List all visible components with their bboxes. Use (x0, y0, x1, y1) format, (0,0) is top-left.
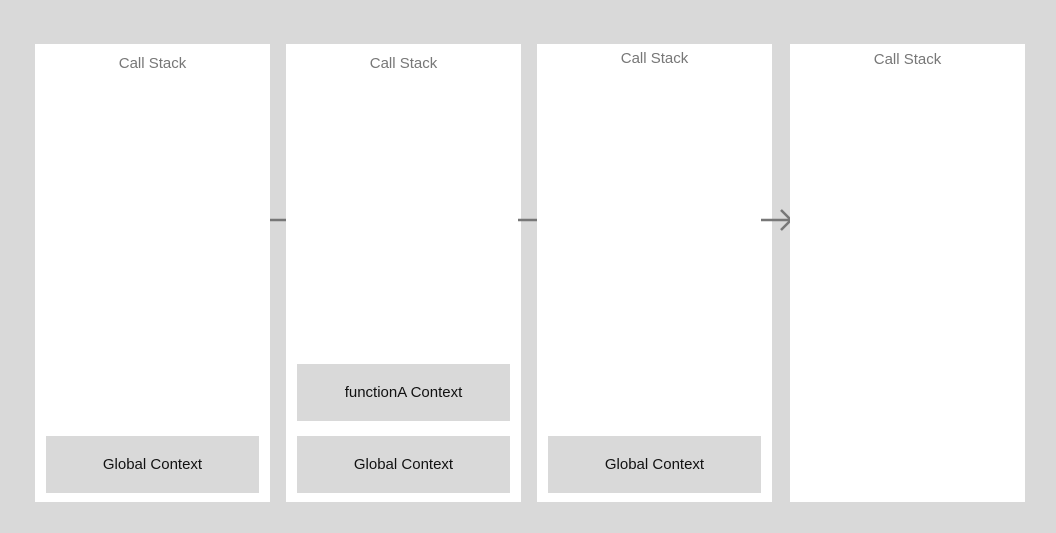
global-context-frame: Global Context (548, 436, 761, 493)
panel-title: Call Stack (873, 51, 942, 68)
global-context-frame: Global Context (46, 436, 259, 493)
call-stack-panel-1: Call Stack Global Context (35, 44, 270, 502)
panel-title: Call Stack (118, 55, 187, 72)
function-a-context-frame: functionA Context (297, 364, 510, 421)
global-context-frame: Global Context (297, 436, 510, 493)
call-stack-panel-4: Call Stack (790, 44, 1025, 502)
panel-title: Call Stack (369, 55, 438, 72)
call-stack-panel-3: Call Stack Global Context (537, 44, 772, 502)
panel-title: Call Stack (620, 50, 689, 67)
call-stack-panel-2: Call Stack functionA Context Global Cont… (286, 44, 521, 502)
